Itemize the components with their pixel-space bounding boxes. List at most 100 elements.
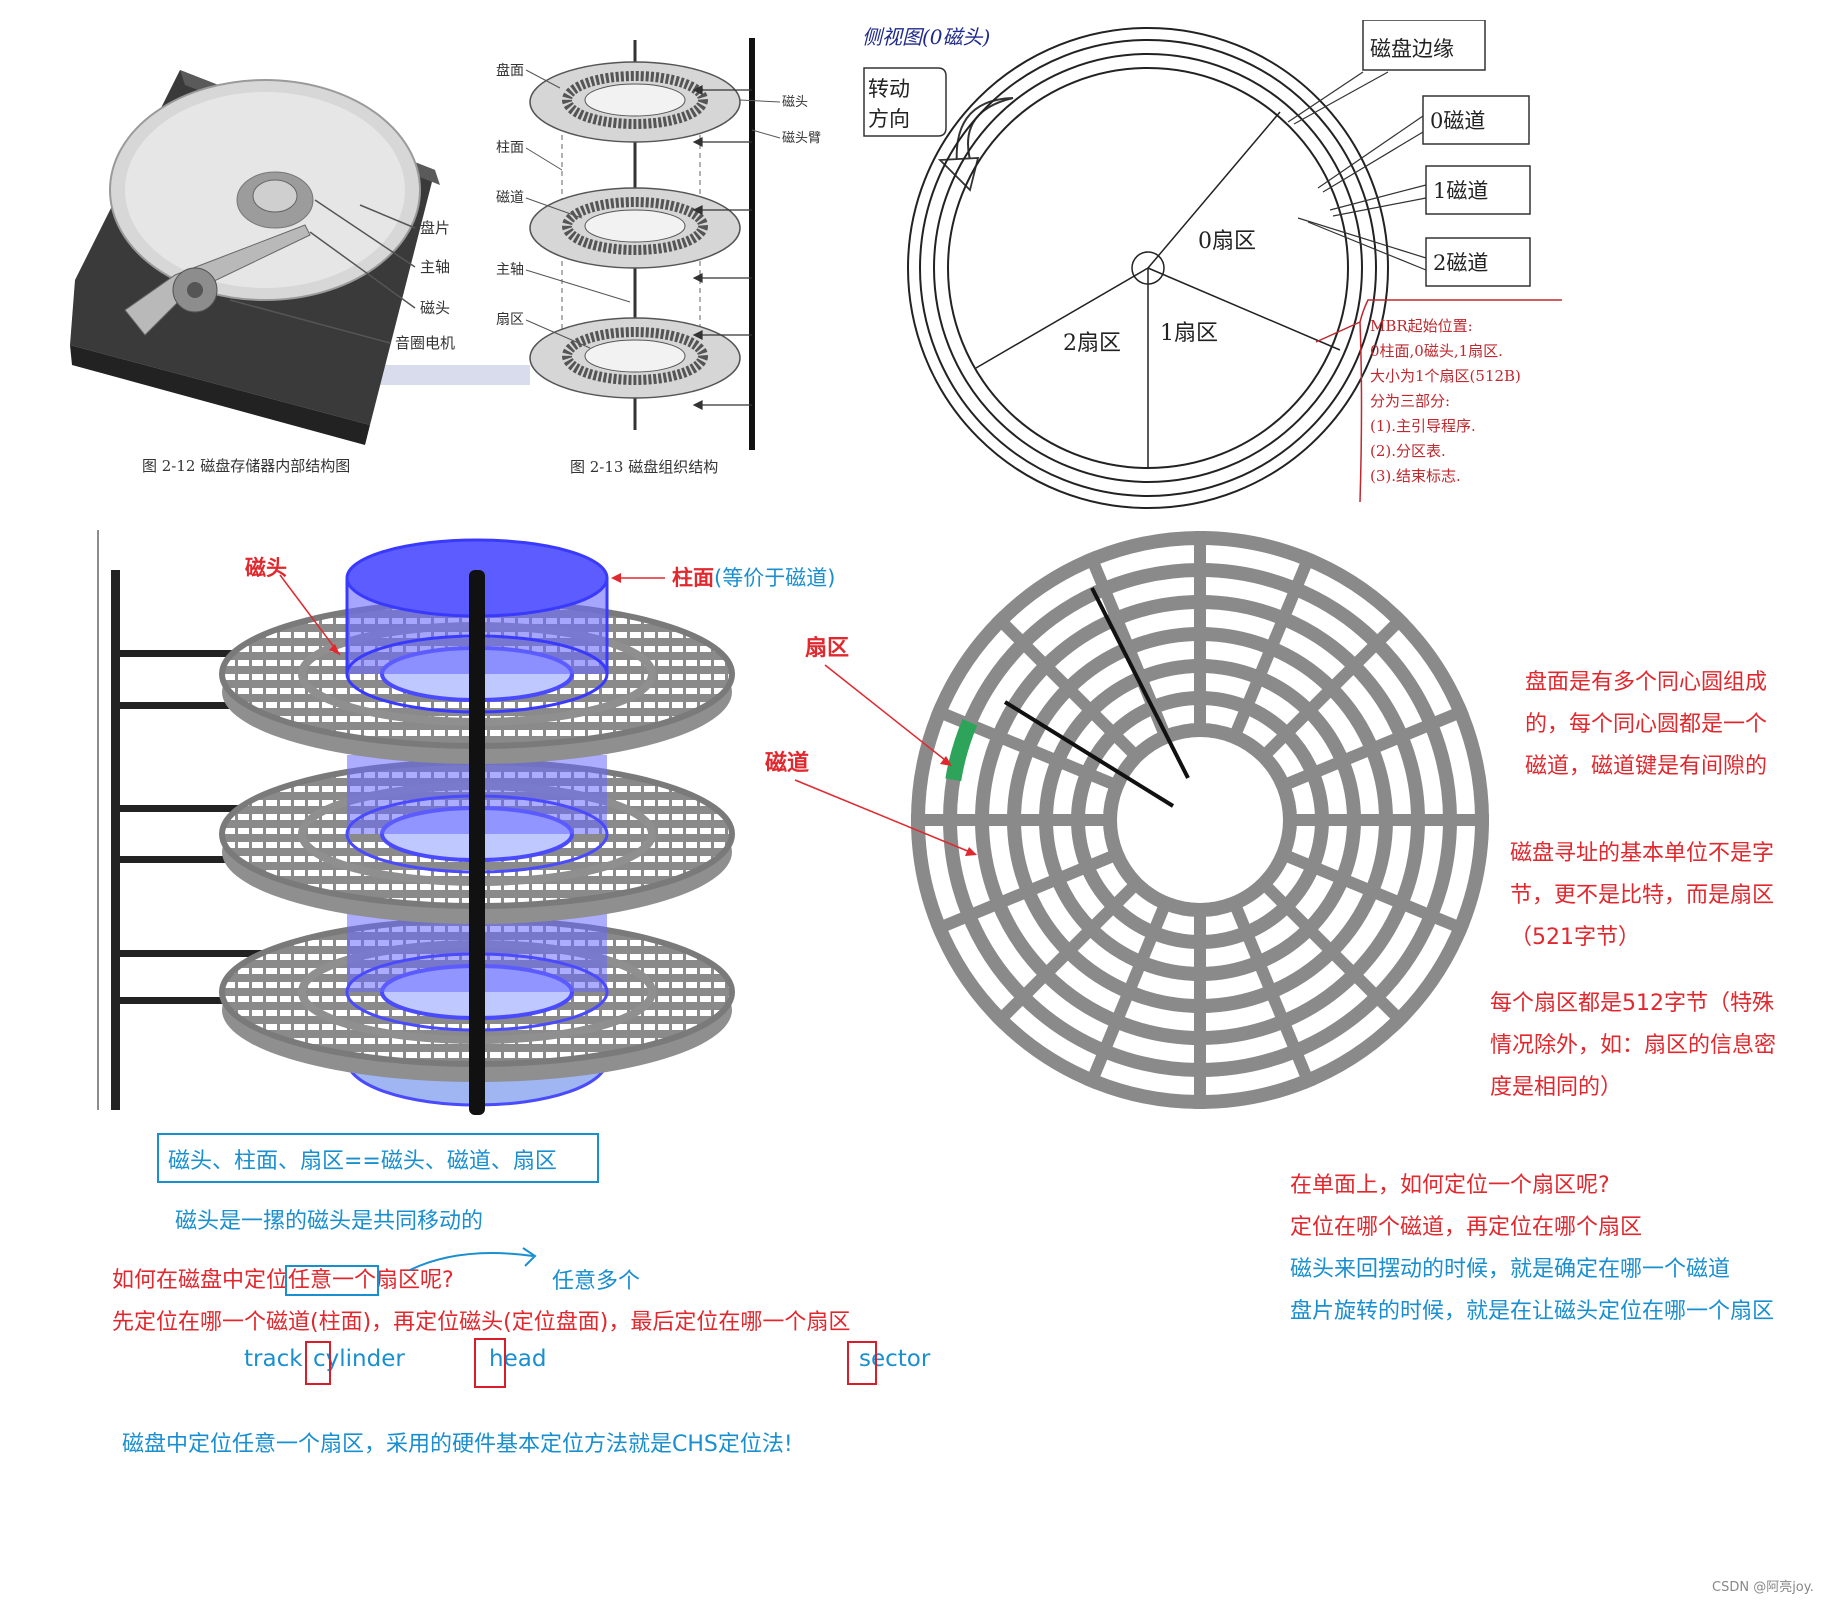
fig3-sector-0: 0扇区 xyxy=(1198,229,1256,254)
chs-sector: sector xyxy=(859,1346,930,1372)
platter-1 xyxy=(529,61,741,143)
right-note-1-line-1: 盘面是有多个同心圆组成 xyxy=(1525,670,1768,695)
sector-divider-11 xyxy=(991,611,1141,761)
single-surface-question: 在单面上，如何定位一个扇区呢? xyxy=(1290,1173,1610,1198)
fig3-mbr-line-3: 大小为1个扇区(512B) xyxy=(1370,367,1521,385)
fig2-label-cylinder: 柱面 xyxy=(496,140,524,156)
chs-head-rest: ead xyxy=(503,1346,547,1372)
fig2-label-surface: 盘面 xyxy=(496,62,524,79)
platter-rotate-note: 盘片旋转的时候，就是在让磁头定位在哪一个扇区 xyxy=(1290,1299,1775,1324)
fig3-mbr-line-2: 0柱面,0磁头,1扇区. xyxy=(1370,342,1503,360)
fig5-label-sector: 扇区 xyxy=(805,635,850,661)
fig2-label-sector: 扇区 xyxy=(496,312,524,328)
locate-question-part3: 扇区呢? xyxy=(376,1268,454,1293)
highlighted-sector xyxy=(945,719,978,782)
cylinder-initial-box xyxy=(305,1341,331,1385)
right-note-3: 每个扇区都是512字节（特殊 情况除外，如：扇区的信息密 度是相同的） xyxy=(1490,983,1776,1109)
right-note-1-line-3: 磁道，磁道键是有间隙的 xyxy=(1525,754,1768,779)
sector-divider-8 xyxy=(930,848,1120,937)
fig1-label-head: 磁头 xyxy=(420,299,450,317)
sector-divider-4 xyxy=(1228,900,1317,1090)
fig4-cylinder-suffix: (等价于磁道) xyxy=(714,566,836,590)
fig2-label-arm: 磁头臂 xyxy=(782,131,821,146)
platter-2 xyxy=(529,187,741,269)
single-surface-answer: 定位在哪个磁道，再定位在哪个扇区 xyxy=(1290,1215,1643,1240)
chs-method-note: 磁盘中定位任意一个扇区，采用的硬件基本定位方法就是CHS定位法! xyxy=(122,1432,793,1457)
fig1-label-motor: 音圈电机 xyxy=(395,334,455,352)
fig3-edge: 磁盘边缘 xyxy=(1370,37,1454,61)
fig2-label-head: 磁头 xyxy=(782,95,808,110)
fig1-caption: 图 2-12 磁盘存储器内部结构图 xyxy=(142,457,350,475)
track-ring-7 xyxy=(1103,723,1297,917)
fig3-mbr-line-1: MBR起始位置: xyxy=(1370,317,1473,335)
head-initial-box xyxy=(474,1338,506,1388)
fig5-label-track: 磁道 xyxy=(765,750,810,776)
head-swing-note: 磁头来回摆动的时候，就是确定在哪一个磁道 xyxy=(1290,1257,1731,1282)
sector-divider-6 xyxy=(1083,900,1172,1090)
fig4-label-head: 磁头 xyxy=(245,555,287,580)
fig3-track-2: 2磁道 xyxy=(1433,251,1488,275)
fig4-label-cylinder: 柱面(等价于磁道) xyxy=(672,562,835,592)
right-note-3-line-2: 情况除外，如：扇区的信息密 xyxy=(1490,1033,1777,1058)
right-note-2: 磁盘寻址的基本单位不是字 节，更不是比特，而是扇区 （521字节） xyxy=(1510,833,1774,959)
heads-move-note: 磁头是一摞的磁头是共同移动的 xyxy=(175,1209,484,1234)
sector-divider-15 xyxy=(1259,611,1409,761)
chs-cylinder: cylinder xyxy=(313,1346,405,1372)
sector-initial-box xyxy=(847,1341,877,1385)
chs-sector-initial: s xyxy=(859,1346,871,1372)
csdn-watermark: CSDN @阿亮joy. xyxy=(1712,1580,1814,1595)
any-many-arrow xyxy=(409,1247,537,1271)
fig3-mbr-line-4: 分为三部分: xyxy=(1370,392,1450,410)
right-note-2-line-3: （521字节） xyxy=(1510,925,1640,950)
chs-head: head xyxy=(489,1346,546,1372)
fig3-track-0: 0磁道 xyxy=(1430,109,1485,133)
track-sector-figure xyxy=(911,531,1489,1109)
equation-box xyxy=(157,1133,599,1183)
locate-question: 如何在磁盘中定位任意一个扇区呢? xyxy=(112,1262,454,1296)
sector-divider-16 xyxy=(1280,703,1470,792)
fig2-label-track: 磁道 xyxy=(496,190,524,206)
platter-stack-figure xyxy=(97,530,735,1115)
sector-divider-3 xyxy=(1259,879,1409,1029)
fig3-sector-1: 1扇区 xyxy=(1160,321,1218,346)
fig3-title: 侧视图(0磁头) xyxy=(862,25,990,49)
fig3-track-1: 1磁道 xyxy=(1433,179,1488,203)
fig1-label-spindle: 主轴 xyxy=(420,258,450,276)
chs-cylinder-rest: ylinder xyxy=(325,1346,405,1372)
platter-3 xyxy=(529,317,741,399)
fig3-sector-2: 2扇区 xyxy=(1063,331,1121,356)
fig3-mbr-line-7: (3).结束标志. xyxy=(1370,467,1461,485)
equation-text: 磁头、柱面、扇区==磁头、磁道、扇区 xyxy=(168,1149,557,1174)
chs-track: track xyxy=(244,1346,303,1372)
right-note-2-line-1: 磁盘寻址的基本单位不是字 xyxy=(1510,841,1775,866)
fig3-mbr-line-5: (1).主引导程序. xyxy=(1370,417,1476,435)
disk-organization-figure: 盘面 柱面 磁道 主轴 扇区 磁头 磁头臂 图 2-13 磁盘组织结构 xyxy=(496,38,821,476)
fig3-mbr-line-6: (2).分区表. xyxy=(1370,442,1446,460)
right-note-3-line-3: 度是相同的） xyxy=(1490,1075,1623,1100)
side-view-figure: 侧视图(0磁头) 转动 方向 0扇区 1扇区 2扇区 磁盘边缘 0磁道 1磁道 … xyxy=(862,20,1562,509)
fig2-label-spindle: 主轴 xyxy=(496,262,524,278)
right-note-1: 盘面是有多个同心圆组成 的，每个同心圆都是一个 磁道，磁道键是有间隙的 xyxy=(1525,662,1767,788)
fig5-arrows xyxy=(794,664,977,856)
chs-sector-rest: ector xyxy=(870,1346,931,1372)
locate-question-part1: 如何在磁盘中定位 xyxy=(112,1268,289,1293)
fig4-cylinder-prefix: 柱面 xyxy=(672,565,714,590)
sector-divider-2 xyxy=(1280,848,1470,937)
right-note-2-line-2: 节，更不是比特，而是扇区 xyxy=(1510,883,1775,908)
sector-divider-14 xyxy=(1228,550,1317,740)
fig3-rotation-line2: 方向 xyxy=(868,107,910,131)
locate-question-any: 任意一个 xyxy=(285,1265,380,1296)
right-note-3-line-1: 每个扇区都是512字节（特殊 xyxy=(1490,991,1774,1016)
right-note-1-line-2: 的，每个同心圆都是一个 xyxy=(1525,712,1768,737)
any-many-note: 任意多个 xyxy=(552,1269,641,1294)
fig3-rotation-line1: 转动 xyxy=(868,77,910,101)
fig1-label-platter: 盘片 xyxy=(420,219,450,237)
locate-steps: 先定位在哪一个磁道(柱面)，再定位磁头(定位盘面)，最后定位在哪一个扇区 xyxy=(112,1310,851,1335)
chs-cylinder-initial: c xyxy=(313,1346,326,1372)
sector-boundary-top xyxy=(1090,587,1190,779)
sector-divider-7 xyxy=(991,879,1141,1029)
chs-head-initial: h xyxy=(489,1346,504,1372)
fig2-caption: 图 2-13 磁盘组织结构 xyxy=(570,458,718,476)
sector-boundary-left xyxy=(1003,700,1175,808)
